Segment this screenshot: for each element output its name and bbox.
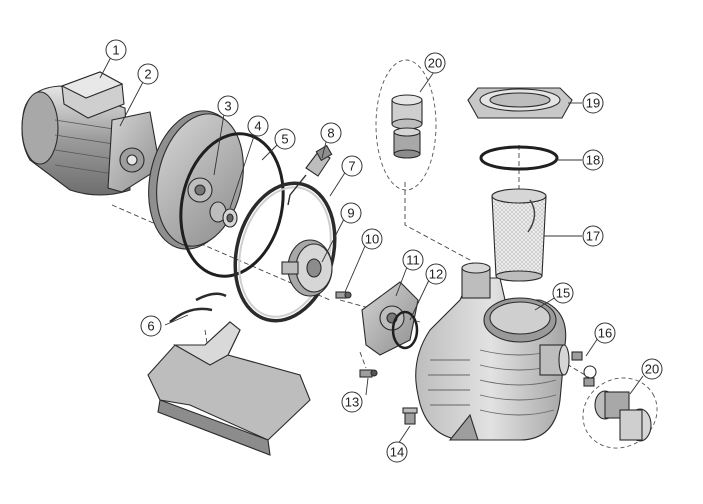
drain-plug-lower [402, 407, 418, 425]
callout-9: 9 [340, 202, 362, 224]
svg-text:11: 11 [406, 253, 420, 268]
svg-text:1: 1 [112, 43, 119, 58]
svg-text:18: 18 [586, 153, 600, 168]
svg-text:20: 20 [428, 56, 442, 71]
callout-7: 7 [341, 155, 363, 177]
callout-2: 2 [137, 63, 159, 85]
svg-text:6: 6 [147, 319, 154, 334]
callout-20-top: 20 [424, 52, 446, 74]
callout-16: 16 [594, 322, 616, 344]
callout-13: 13 [341, 391, 363, 413]
svg-text:7: 7 [348, 159, 355, 174]
callout-18: 18 [582, 149, 604, 171]
svg-text:10: 10 [365, 232, 379, 247]
svg-text:14: 14 [390, 445, 404, 460]
o-ring-large [179, 132, 285, 278]
svg-text:17: 17 [586, 229, 600, 244]
callout-15: 15 [552, 282, 574, 304]
svg-text:4: 4 [254, 119, 261, 134]
callout-10: 10 [361, 228, 383, 250]
motor [21, 71, 161, 196]
callout-12: 12 [425, 263, 447, 285]
union-fittings-right [582, 377, 658, 449]
callout-14: 14 [386, 441, 408, 463]
callout-3: 3 [217, 95, 239, 117]
svg-text:5: 5 [281, 132, 288, 147]
impeller [281, 239, 333, 297]
svg-text:13: 13 [345, 395, 359, 410]
lid-o-ring [479, 145, 559, 171]
pump-housing [415, 262, 570, 441]
leader-lines [99, 56, 644, 445]
lid-lock-ring [467, 87, 573, 119]
impeller-screw [335, 291, 352, 299]
callout-6: 6 [140, 315, 162, 337]
capacitor-connector [287, 144, 333, 206]
callout-11: 11 [402, 249, 424, 271]
callout-20-right: 20 [641, 358, 663, 380]
callout-17: 17 [582, 225, 604, 247]
volute-plate [361, 281, 419, 356]
pump-base [147, 292, 311, 456]
seal-plate [148, 110, 244, 250]
callout-5: 5 [274, 128, 296, 150]
svg-text:9: 9 [347, 206, 354, 221]
svg-text:20: 20 [645, 362, 659, 377]
o-ring-small [391, 310, 419, 350]
drain-plug [359, 369, 378, 378]
union-fittings-top [375, 59, 437, 191]
svg-text:12: 12 [429, 267, 443, 282]
callout-1: 1 [105, 39, 127, 61]
callout-4: 4 [247, 115, 269, 137]
svg-text:19: 19 [586, 96, 600, 111]
svg-text:15: 15 [556, 286, 570, 301]
svg-text:8: 8 [327, 126, 334, 141]
strainer-basket [491, 188, 547, 282]
svg-text:3: 3 [224, 99, 231, 114]
callout-8: 8 [320, 122, 342, 144]
svg-text:2: 2 [144, 67, 151, 82]
plug-set [571, 351, 597, 387]
mechanical-seal [209, 201, 238, 228]
callout-19: 19 [582, 92, 604, 114]
svg-text:16: 16 [598, 326, 612, 341]
